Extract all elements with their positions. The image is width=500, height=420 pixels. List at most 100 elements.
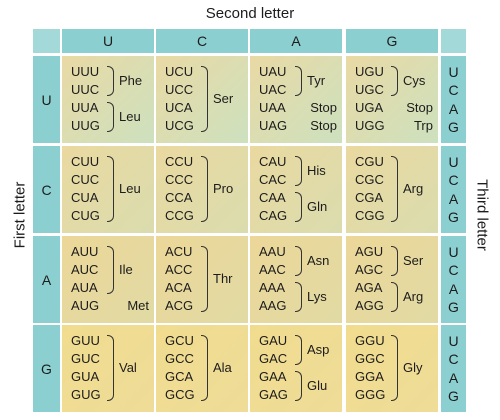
codon: GCU (165, 333, 194, 348)
brace (107, 246, 114, 294)
header-corner-right (441, 29, 466, 53)
brace (295, 156, 302, 186)
codon: ACU (165, 244, 193, 259)
third-letter-a: A (448, 280, 459, 297)
third-letter-a: A (448, 100, 459, 117)
codon: GCA (165, 369, 194, 384)
codon: GGU (355, 333, 385, 348)
codon: CGU (355, 154, 384, 169)
codon: UGU (355, 64, 384, 79)
codon: GAU (259, 333, 288, 348)
brace (107, 102, 114, 132)
codon: UGG (355, 118, 385, 133)
amino-acid-label: Stop (310, 118, 337, 133)
amino-acid-label: Cys (403, 73, 426, 88)
brace (295, 335, 302, 365)
amino-acid-label: Stop (310, 100, 337, 115)
codon: GUA (71, 369, 100, 384)
codon: UGC (355, 82, 384, 97)
third-letter-u: U (448, 333, 459, 350)
amino-acid-label: Stop (406, 100, 433, 115)
amino-acid-label: Pro (213, 181, 234, 196)
codon: CGG (355, 208, 385, 223)
amino-acid-label: Arg (403, 289, 424, 304)
brace (201, 156, 208, 222)
amino-acid-label: Met (127, 298, 149, 313)
codon: CGA (355, 190, 384, 205)
codon: AGG (355, 298, 384, 313)
second-letter-a: A (250, 29, 342, 53)
codon: CUG (71, 208, 100, 223)
first-letter-c: C (33, 146, 60, 233)
codon: GGC (355, 351, 385, 366)
codon: ACA (165, 280, 192, 295)
codon: AAC (259, 262, 286, 277)
codon: CCG (165, 208, 194, 223)
codon: UUA (71, 100, 99, 115)
brace (391, 282, 398, 312)
third-letter-g: G (448, 208, 459, 225)
brace (295, 371, 302, 401)
codon: GAG (259, 387, 288, 402)
amino-acid-label: Gln (307, 199, 328, 214)
codon: UAA (259, 100, 286, 115)
brace (391, 335, 398, 401)
codon: CCU (165, 154, 194, 169)
third-letter-c: C (448, 172, 459, 189)
second-letter-title: Second letter (205, 5, 295, 22)
first-letter-a: A (33, 236, 60, 323)
codon: ACG (165, 298, 194, 313)
amino-acid-label: Leu (119, 109, 141, 124)
codon: CUC (71, 172, 100, 187)
codon: UUG (71, 118, 100, 133)
second-letter-c: C (156, 29, 248, 53)
codon: CCC (165, 172, 194, 187)
brace (295, 192, 302, 222)
codon: UGA (355, 100, 384, 115)
codon: AAA (259, 280, 286, 295)
header-corner-left (33, 29, 60, 53)
brace (295, 282, 302, 312)
codon: CGC (355, 172, 384, 187)
codon: UCG (165, 118, 194, 133)
third-letter-a: A (448, 369, 459, 386)
codon: CAU (259, 154, 287, 169)
third-letter-u: U (448, 154, 459, 171)
third-letter-g: G (448, 387, 459, 404)
brace (107, 335, 114, 401)
codon: AUA (71, 280, 98, 295)
amino-acid-label: Asp (307, 342, 330, 357)
amino-acid-label: Ala (213, 360, 232, 375)
third-letter-a: A (448, 190, 459, 207)
codon: AGU (355, 244, 384, 259)
codon: AAG (259, 298, 287, 313)
codon: AUU (71, 244, 99, 259)
codon: CUA (71, 190, 99, 205)
amino-acid-label: Phe (119, 73, 143, 88)
third-letter-g: G (448, 298, 459, 315)
brace (391, 66, 398, 96)
brace (295, 66, 302, 96)
codon: GGG (355, 387, 386, 402)
codon: GAC (259, 351, 288, 366)
amino-acid-label: Leu (119, 181, 141, 196)
third-letter-u: U (448, 244, 459, 261)
first-letter-u: U (33, 56, 60, 143)
codon: AAU (259, 244, 286, 259)
codon: UAG (259, 118, 288, 133)
amino-acid-label: Trp (413, 118, 433, 133)
codon: AGC (355, 262, 384, 277)
brace (391, 156, 398, 222)
